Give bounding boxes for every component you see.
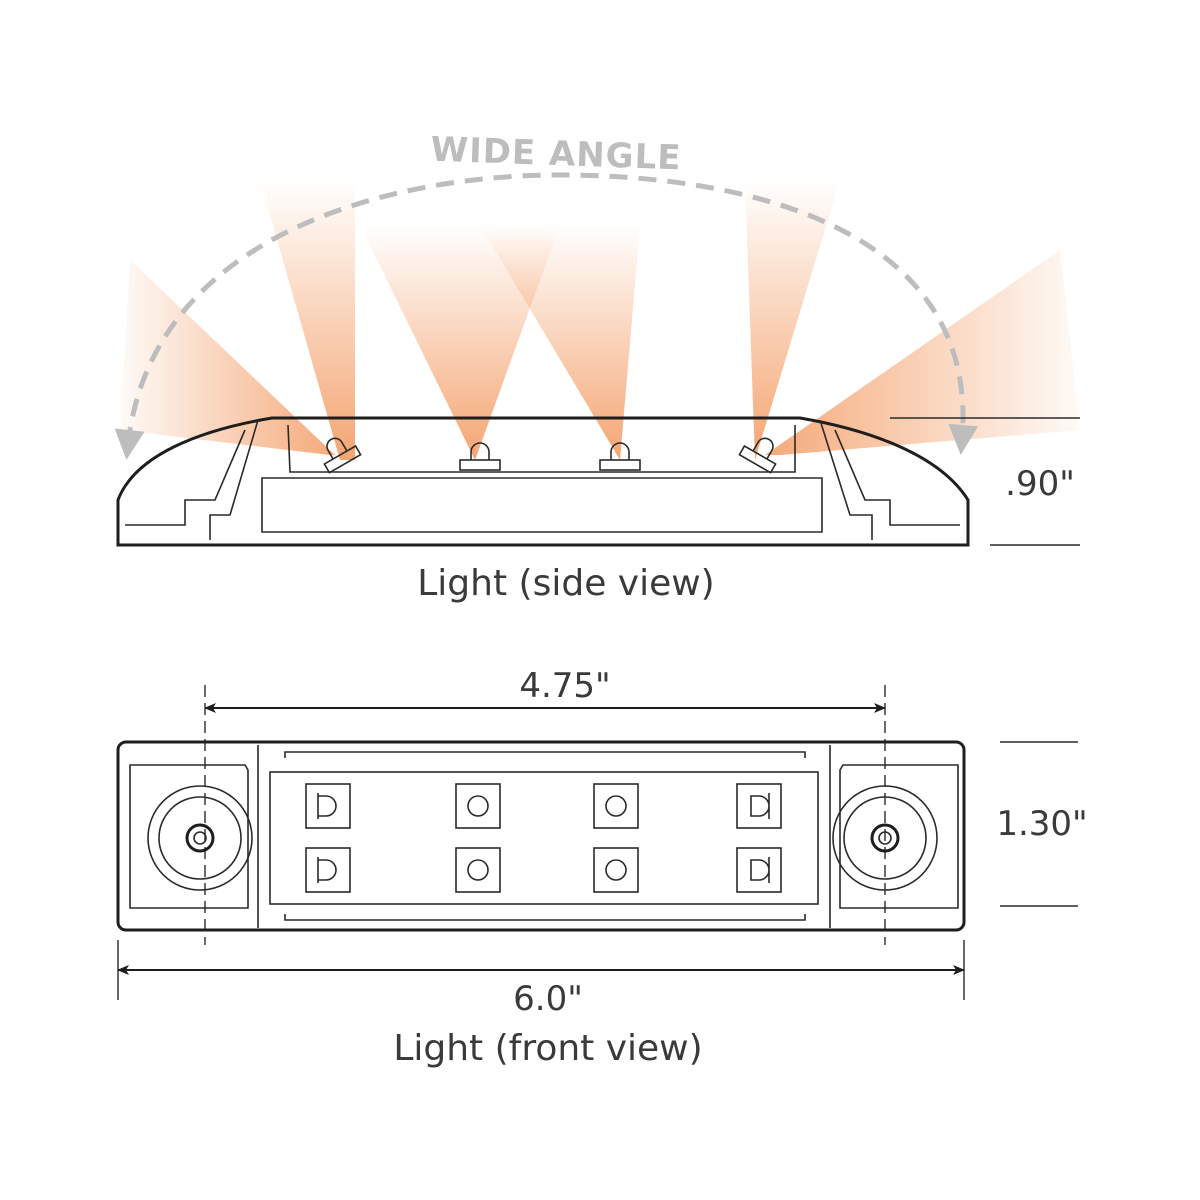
beam-left xyxy=(120,260,335,455)
side-led-2 xyxy=(459,442,501,471)
side-view-housing xyxy=(116,416,970,547)
front-height-dimension xyxy=(1000,741,1078,907)
side-height-dimension xyxy=(890,417,1080,546)
front-led xyxy=(736,847,782,893)
left-mount-hole xyxy=(147,785,253,891)
beam-left-inner xyxy=(260,180,355,460)
front-led xyxy=(305,847,351,893)
front-led xyxy=(455,847,501,893)
front-led xyxy=(305,783,351,829)
front-height-label: 1.30" xyxy=(996,804,1087,844)
right-mount-hole xyxy=(832,785,938,891)
overall-length-label: 6.0" xyxy=(513,979,583,1019)
front-led xyxy=(593,783,639,829)
front-led-grid xyxy=(305,783,782,893)
overall-length-dimension xyxy=(117,940,965,1000)
side-led-3 xyxy=(599,442,641,471)
front-led xyxy=(593,847,639,893)
front-view-housing xyxy=(116,740,966,932)
side-view-leds xyxy=(323,437,777,474)
mount-spacing-label: 4.75" xyxy=(519,666,610,706)
side-led-1 xyxy=(323,437,362,474)
light-beams xyxy=(120,180,1080,460)
wide-angle-label: WIDE ANGLE xyxy=(430,130,682,179)
front-led xyxy=(455,783,501,829)
wide-angle-arc xyxy=(114,172,979,460)
beam-center-right xyxy=(480,225,640,460)
front-led xyxy=(736,783,782,829)
side-led-4 xyxy=(738,437,777,474)
mount-spacing-dimension xyxy=(204,685,886,945)
beam-right xyxy=(765,250,1080,455)
beam-center-left xyxy=(360,225,560,460)
side-height-label: .90" xyxy=(1005,464,1075,504)
beam-right-inner xyxy=(745,180,840,460)
front-view-caption: Light (front view) xyxy=(393,1028,702,1069)
side-view-caption: Light (side view) xyxy=(417,563,714,604)
